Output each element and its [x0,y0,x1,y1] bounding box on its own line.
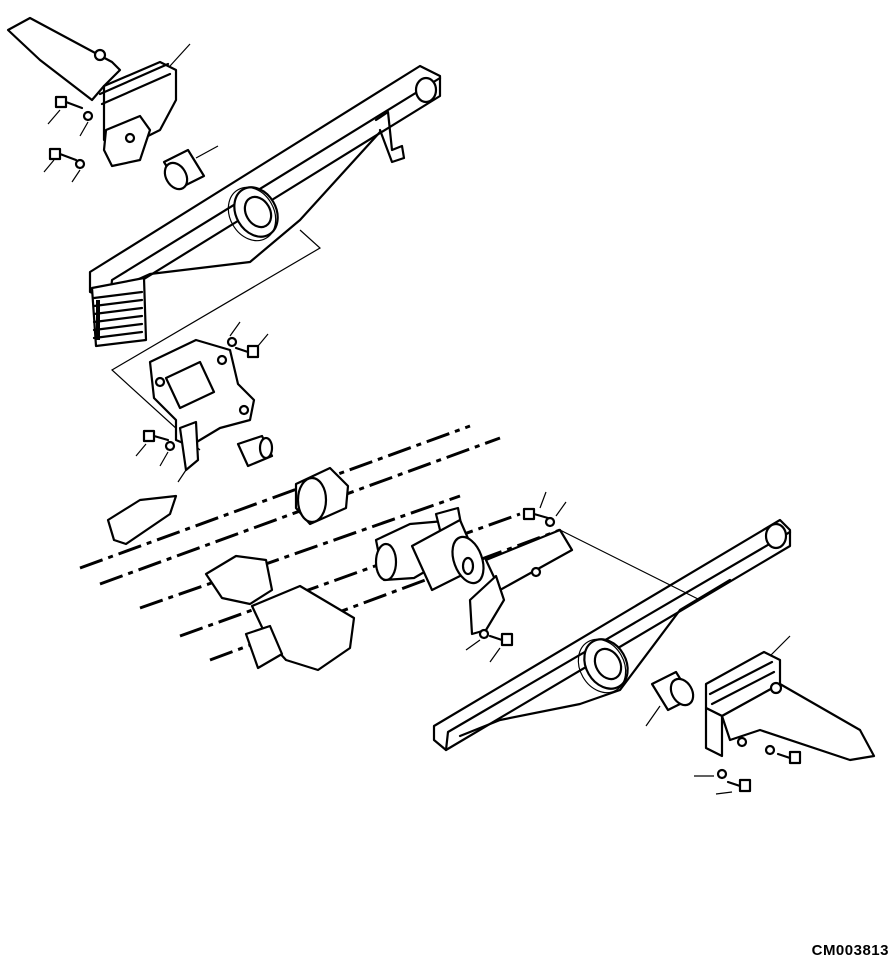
upper-left-bracket [6,16,191,168]
lower-walking-beam [432,518,792,752]
drawing-code: CM003813 [811,942,889,959]
center-pin [236,434,274,468]
spring-pack [90,276,148,348]
lower-right-bolts [694,744,802,795]
right-center-bolts [465,491,567,663]
upper-left-bushing [162,145,219,191]
center-shaft [410,518,485,592]
right-center-bracket [468,528,574,636]
center-bolts [135,321,269,467]
center-bracket [148,338,256,483]
upper-left-bolts [43,95,94,183]
lower-right-bracket [704,635,876,762]
lower-right-bushing [645,670,695,727]
